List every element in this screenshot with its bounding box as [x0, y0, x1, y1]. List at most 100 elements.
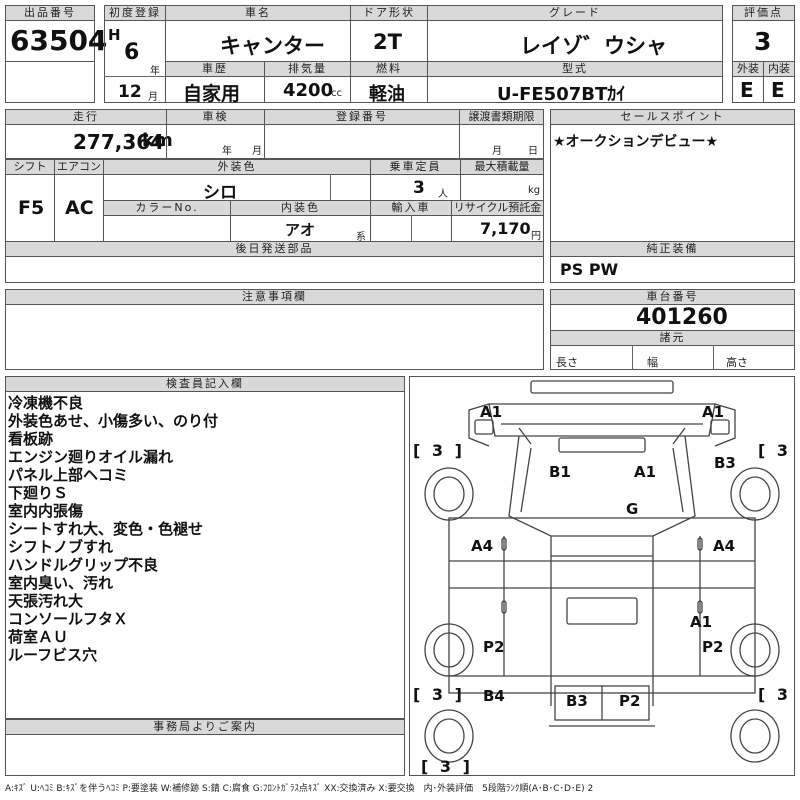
- chassis-no-value: 401260: [636, 305, 728, 330]
- transfer-header: 譲渡書類期限: [459, 109, 544, 125]
- month-value: 12: [118, 82, 142, 102]
- capacity-header: 乗車定員: [370, 159, 461, 175]
- recycle-unit: 円: [531, 231, 541, 242]
- diagram-frame: [409, 376, 795, 776]
- note-line: 冷凍機不良: [8, 394, 84, 412]
- specs-divider-2: [713, 345, 714, 370]
- score-header: 評価点: [732, 5, 795, 21]
- reg-no-cell: [264, 124, 460, 159]
- transfer-month-unit: 月: [492, 146, 502, 157]
- model-code-value: U-FE507BTｶｲ: [497, 84, 626, 105]
- int-color-value: アオ: [285, 221, 316, 239]
- width-label: 幅: [647, 356, 658, 369]
- damage-mark: A1: [702, 403, 725, 421]
- note-line: パネル上部ヘコミ: [8, 466, 129, 484]
- exterior-header: 外装: [732, 61, 764, 77]
- damage-mark: A1: [634, 463, 657, 481]
- note-line: 荷室ＡＵ: [8, 628, 69, 646]
- chassis-no-header: 車台番号: [550, 289, 795, 305]
- tire-bracket: [ 3 ]: [758, 685, 800, 704]
- displacement-header: 排気量: [264, 61, 351, 77]
- era-value: H: [108, 26, 121, 44]
- inspector-notes-box: [5, 391, 405, 719]
- year-unit: 年: [150, 66, 160, 77]
- mileage-value: 277,364: [73, 130, 165, 154]
- exterior-value: E: [740, 78, 754, 102]
- later-parts-cell: [5, 256, 544, 283]
- interior-header: 内装: [763, 61, 795, 77]
- damage-mark: A1: [480, 403, 503, 421]
- sales-point-header: セールスポイント: [550, 109, 795, 125]
- truck-diagram: [424, 380, 780, 763]
- note-line: 下廻りＳ: [8, 484, 69, 502]
- damage-mark: B3: [566, 692, 588, 710]
- damage-mark: B3: [714, 454, 736, 472]
- specs-cell: [550, 345, 795, 370]
- interior-value: E: [771, 78, 785, 102]
- inspection-month-unit: 月: [252, 146, 262, 157]
- ext-color-header: 外装色: [103, 159, 371, 175]
- note-line: ハンドルグリップ不良: [8, 556, 159, 574]
- note-line: 天張汚れ大: [8, 592, 84, 610]
- height-label: 高さ: [726, 356, 748, 369]
- displacement-value: 4200: [283, 80, 334, 101]
- reg-no-header: 登録番号: [264, 109, 460, 125]
- transfer-day-unit: 日: [528, 146, 538, 157]
- length-label: 長さ: [556, 356, 578, 369]
- tire-bracket: [ 3 ]: [413, 685, 465, 704]
- note-line: シフトノブすれ: [8, 538, 114, 556]
- lot-no-blank-cell: [5, 61, 95, 103]
- int-color-suffix: 系: [356, 232, 366, 243]
- shift-header: シフト: [5, 159, 55, 175]
- note-line: エンジン廻りオイル漏れ: [8, 448, 174, 466]
- office-header: 事務局よりご案内: [5, 719, 405, 735]
- lot-no-header: 出品番号: [5, 5, 95, 21]
- recycle-header: リサイクル預託金: [451, 200, 544, 216]
- mileage-unit: km: [142, 130, 173, 151]
- damage-mark: P2: [619, 692, 641, 710]
- capacity-unit: 人: [438, 189, 448, 200]
- note-line: 室内臭い、汚れ: [8, 574, 114, 592]
- mileage-header: 走行: [5, 109, 167, 125]
- fuel-header: 燃料: [350, 61, 428, 77]
- capacity-value: 3: [413, 178, 425, 198]
- max-load-unit: kg: [528, 185, 541, 196]
- note-line: シートすれ大、変色・色褪せ: [8, 520, 204, 538]
- note-line: 看板跡: [8, 430, 54, 448]
- lot-no-value: 63504: [10, 24, 108, 57]
- sales-point-value: ★オークションデビュー★: [553, 134, 719, 150]
- damage-mark: P2: [702, 638, 724, 656]
- int-color-header: 内装色: [230, 200, 371, 216]
- genuine-equip-value: PS PW: [560, 260, 619, 279]
- grade-header: グレード: [427, 5, 723, 21]
- score-value: 3: [754, 27, 772, 56]
- note-line: 室内内張傷: [8, 502, 84, 520]
- inspection-header: 車検: [166, 109, 265, 125]
- door-value: 2T: [373, 30, 402, 54]
- office-cell: [5, 734, 405, 776]
- grade-value: レイゾ゛ウシャ: [520, 34, 667, 58]
- model-code-cell: [427, 76, 723, 103]
- inspector-header: 検査員記入欄: [5, 376, 405, 392]
- damage-mark: A4: [713, 537, 736, 555]
- shift-value: F5: [18, 197, 45, 219]
- caution-cell: [5, 304, 544, 370]
- genuine-equip-header: 純正装備: [550, 241, 795, 257]
- damage-mark: G: [626, 500, 639, 518]
- genuine-equip-cell: [550, 256, 795, 283]
- color-no-header: カラーNo.: [103, 200, 231, 216]
- color-no-cell: [103, 215, 231, 242]
- damage-legend: A:ｷｽﾞ U:ﾍｺﾐ B:ｷｽﾞを伴うﾍｺﾐ P:要塗装 W:補修跡 S:錆 …: [5, 784, 594, 794]
- note-line: 外装色あせ、小傷多い、のり付: [8, 412, 219, 430]
- inspection-year-unit: 年: [222, 146, 232, 157]
- transfer-cell: [459, 124, 544, 159]
- specs-divider-1: [632, 345, 633, 370]
- month-unit: 月: [148, 92, 158, 103]
- tire-bracket: [ 3 ]: [413, 441, 465, 460]
- recycle-value: 7,170: [480, 219, 531, 238]
- history-header: 車歴: [165, 61, 265, 77]
- note-line: コンソールフタＸ: [8, 610, 129, 628]
- ac-header: エアコン: [54, 159, 104, 175]
- caution-header: 注意事項欄: [5, 289, 544, 305]
- model-name-value: キャンター: [220, 34, 325, 58]
